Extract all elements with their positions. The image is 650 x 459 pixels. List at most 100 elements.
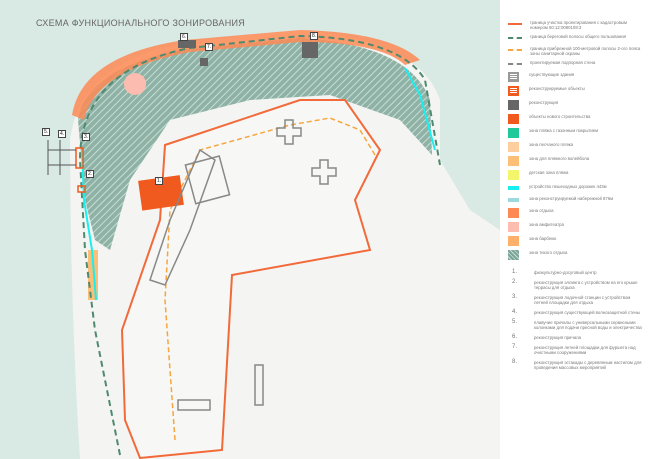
legend-swatch [508, 198, 519, 202]
numbered-item: 3. реконструкция лодочной станции с устро… [508, 294, 644, 305]
legend-item: детская зона пляжа [508, 170, 644, 180]
legend-item: проектируемая подпорная стена [508, 60, 644, 68]
map-label-7: 7. [205, 43, 214, 51]
design-boundary [120, 99, 382, 459]
numbered-item: 5. плавучие причалы с универсальными серв… [508, 319, 644, 330]
floating-piers [47, 140, 76, 175]
existing-buildings [149, 119, 337, 411]
numbered-item: 6. реконструкция причала [508, 334, 644, 340]
item-number: 3. [512, 294, 518, 300]
legend-label: зона барбекю [529, 236, 557, 241]
legend-item: устройство пешеходных дорожек 443м [508, 184, 644, 192]
item-number: 7. [512, 344, 518, 350]
map-label-3: 3. [82, 133, 91, 141]
legend-item: граница прибрежной 100-метровой полосы 2… [508, 46, 644, 56]
legend-swatch [508, 208, 519, 218]
legend-item: объекты нового строительства [508, 114, 644, 124]
reconstruction-7 [200, 58, 208, 66]
item-description: реконструкция летней площадки для фуршет… [534, 345, 636, 355]
numbered-item: 2. реконструкция эллинга с устройством на… [508, 279, 644, 290]
recreation-zone-strip [72, 30, 420, 120]
map-title: СХЕМА ФУНКЦИОНАЛЬНОГО ЗОНИРОВАНИЯ [36, 18, 246, 28]
legend-item: существующие здания [508, 72, 644, 82]
legend-label: зона отдыха [529, 208, 554, 213]
legend-item: зона песчаного пляжа [508, 142, 644, 152]
legend-label: объекты нового строительства [529, 114, 591, 119]
amphitheatre-zone [124, 73, 146, 95]
legend-swatch [508, 236, 519, 246]
legend-item: зона для пляжного волейбола [508, 156, 644, 166]
reconstructed-object-2 [77, 185, 86, 193]
legend-swatch [508, 222, 519, 232]
legend-label: существующие здания [529, 72, 575, 77]
embankment-path [81, 67, 436, 301]
reconstruction-6 [178, 40, 196, 48]
legend-swatch [508, 37, 522, 39]
legend-swatch [508, 250, 519, 260]
numbered-item: 7. реконструкция летней площадки для фурш… [508, 344, 644, 355]
legend: граница участка проектирования с кадастр… [508, 20, 644, 375]
legend-swatch [508, 170, 519, 180]
item-description: реконструкция существующей волнозащитной… [534, 310, 640, 315]
map-label-1: 1. [155, 177, 164, 185]
map-label-5: 5. [42, 128, 51, 136]
map-label-4: 4. [58, 130, 67, 138]
item-description: физкультурно-досуговый центр [534, 270, 597, 275]
legend-label: зона тихого отдыха [529, 250, 568, 255]
legend-swatch [508, 142, 519, 152]
legend-label: зона амфитеатра [529, 222, 564, 227]
legend-label: зона для пляжного волейбола [529, 156, 590, 161]
item-number: 1. [512, 269, 518, 275]
legend-label: зона песчаного пляжа [529, 142, 573, 147]
item-number: 4. [512, 309, 518, 315]
legend-swatch [508, 100, 519, 110]
numbered-item: 8. реконструкция эстакады с деревянным на… [508, 359, 644, 370]
legend-label: граница береговой полосы общего пользова… [530, 34, 627, 39]
reconstruction-8 [302, 42, 318, 58]
legend-item: реконструируемые объекты [508, 86, 644, 96]
item-description: плавучие причалы с универсальными сервис… [534, 320, 642, 330]
legend-item: граница береговой полосы общего пользова… [508, 34, 644, 42]
legend-item: зона отдыха [508, 208, 644, 218]
item-description: реконструкция эстакады с деревянным наст… [534, 360, 642, 370]
item-number: 8. [512, 359, 518, 365]
item-number: 2. [512, 279, 518, 285]
legend-swatch [508, 128, 519, 138]
legend-swatch [508, 114, 519, 124]
legend-label: граница прибрежной 100-метровой полосы 2… [530, 46, 641, 56]
legend-label: детская зона пляжа [529, 170, 569, 175]
reconstructed-object-3 [75, 147, 84, 169]
legend-item: зона барбекю [508, 236, 644, 246]
legend-label: граница участка проектирования с кадастр… [530, 20, 627, 30]
numbered-item: 1. физкультурно-досуговый центр [508, 269, 644, 275]
shore-strip-boundary [78, 34, 441, 456]
map-label-6: 6. [180, 33, 189, 41]
item-number: 6. [512, 334, 518, 340]
item-description: реконструкция лодочной станции с устройс… [534, 295, 631, 305]
map-label-2: 2. [86, 170, 95, 178]
legend-swatch [508, 72, 519, 82]
legend-swatch [508, 86, 519, 96]
new-construction-1 [138, 175, 184, 211]
legend-label: реконструкция [529, 100, 559, 105]
legend-item: реконструкция [508, 100, 644, 110]
legend-label: зона реконструируемой набережной 876м [529, 196, 614, 201]
legend-item: граница участка проектирования с кадастр… [508, 20, 644, 30]
item-description: реконструкция причала [534, 335, 581, 340]
legend-swatch [508, 23, 522, 25]
legend-swatch [508, 186, 519, 190]
legend-swatch [508, 49, 522, 51]
legend-label: проектируемая подпорная стена [530, 60, 596, 65]
legend-item: зона тихого отдыха [508, 250, 644, 260]
legend-item: зона амфитеатра [508, 222, 644, 232]
sanitary-zone-boundary [164, 117, 376, 441]
legend-label: устройство пешеходных дорожек 443м [529, 184, 607, 189]
legend-item: зона пляжа с газонным покрытием [508, 128, 644, 138]
item-number: 5. [512, 319, 518, 325]
numbered-item: 4. реконструкция существующей волнозащитн… [508, 309, 644, 315]
legend-label: реконструируемые объекты [529, 86, 585, 91]
item-description: реконструкция эллинга с устройством на е… [534, 280, 638, 290]
legend-item: зона реконструируемой набережной 876м [508, 196, 644, 204]
legend-swatch [508, 63, 522, 65]
